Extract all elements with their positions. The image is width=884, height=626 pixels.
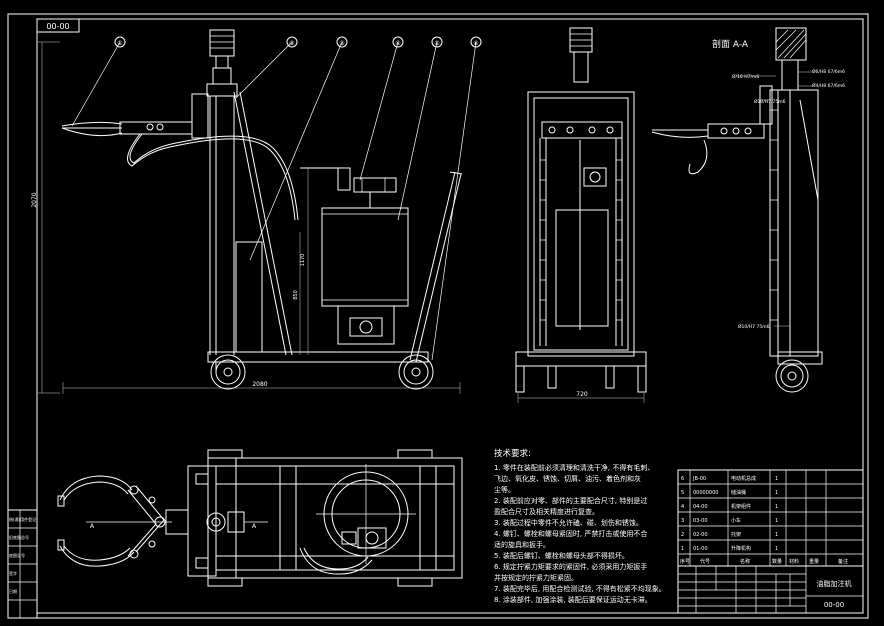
bom-r2-code: 00000000 — [693, 490, 718, 496]
bom-table: 6 JB-00 电动机总成 1 5 00000000 储油桶 1 4 04-00… — [677, 469, 864, 567]
title-block-code: 00-00 — [824, 601, 844, 609]
bom-r6-qty: 1 — [775, 546, 778, 552]
bom-r1-no: 6 — [681, 476, 684, 482]
svg-text:借(通)用件登记: 借(通)用件登记 — [9, 516, 36, 522]
bom-r3-qty: 1 — [775, 504, 778, 510]
bom-h-name: 名称 — [740, 558, 750, 565]
title-block: 油脂加注机 00-00 — [677, 565, 864, 614]
sec-dim-3: Ø/10 H7/m6 — [732, 73, 759, 80]
technical-notes: 技术要求: 1. 零件在装配前必须清理和清洗干净, 不得有毛刺、 飞边、氧化皮、… — [494, 448, 666, 604]
dim-front-height: 2070 — [31, 192, 38, 207]
section-wheel — [775, 359, 809, 393]
side-view: 720 — [515, 27, 647, 403]
note-line-3: 尘等。 — [494, 485, 515, 494]
bom-r6-code: 01-00 — [693, 546, 708, 552]
bom-r4-qty: 1 — [775, 518, 778, 524]
balloon-6: ⑥ — [473, 40, 478, 47]
front-view: 2070 2080 1170 850 — [31, 29, 482, 394]
corner-code: 00-00 — [46, 22, 69, 31]
sec-dim-2: Ø4/H8 67/6m6 — [812, 82, 845, 89]
dim-front-mid-1: 1170 — [300, 254, 306, 267]
bom-r5-name: 托架 — [731, 531, 741, 538]
svg-text:旧底图总号: 旧底图总号 — [9, 534, 29, 540]
front-wheel-right — [398, 354, 434, 390]
balloon-4: ④ — [395, 40, 400, 47]
bom-r1-code: JB-00 — [692, 476, 706, 482]
note-line-12: 7. 装配完毕后, 用配合检测试验, 不得有松紧不均现象。 — [494, 584, 666, 593]
note-line-8: 适的旋具和扳手。 — [494, 540, 550, 549]
bom-h-code: 代号 — [700, 558, 710, 565]
bom-r2-qty: 1 — [775, 490, 778, 496]
inner-frame — [36, 18, 864, 614]
balloon-3: ③ — [339, 40, 344, 47]
notes-title: 技术要求: — [494, 448, 531, 459]
note-line-6: 3. 装配过程中零件不允许磕、碰、划伤和锈蚀。 — [494, 518, 643, 527]
bom-r1-name: 电动机总成 — [731, 475, 756, 482]
section-mark-right: A — [252, 523, 257, 530]
bom-r4-code: 03-00 — [693, 518, 708, 524]
bom-h-qty: 数量 — [772, 558, 782, 565]
balloon-1: ① — [117, 40, 122, 47]
bom-r3-name: 机架组件 — [731, 503, 751, 510]
bom-r3-no: 4 — [681, 504, 684, 510]
note-line-9: 5. 装配后螺钉、螺栓和螺母头部不得损坏。 — [494, 551, 629, 560]
top-view: A A — [57, 449, 463, 587]
corner-code-box — [36, 18, 80, 33]
section-view: 剖面 A-A — [651, 27, 845, 393]
svg-text:底图总号: 底图总号 — [9, 552, 25, 558]
note-line-10: 6. 规定拧紧力矩要求的紧固件, 必须采用力矩扳手 — [494, 562, 647, 571]
front-wheel-left — [210, 354, 246, 390]
section-title: 剖面 A-A — [712, 38, 749, 50]
note-line-4: 2. 装配前应对零、部件的主要配合尺寸, 特别是过 — [494, 496, 647, 505]
dim-side-width: 720 — [576, 391, 588, 398]
bom-h-mat: 材料 — [789, 558, 799, 565]
bom-r6-no: 1 — [681, 546, 684, 552]
sec-dim-5: Ø10/H7 75m6 — [738, 323, 770, 330]
note-line-2: 飞边、氧化皮、锈蚀、切屑、油污、着色剂和灰 — [494, 474, 641, 483]
svg-text:签字: 签字 — [9, 570, 17, 576]
balloon-2: ② — [289, 40, 295, 47]
bom-r6-name: 升降机构 — [731, 545, 751, 552]
note-line-11: 并按规定的拧紧力矩紧固。 — [494, 573, 578, 582]
note-line-13: 8. 涂装部件, 加强涂装, 装配后要保证运动无卡滞。 — [494, 595, 652, 604]
bom-r2-name: 储油桶 — [731, 489, 746, 496]
bom-r3-code: 04-00 — [693, 504, 708, 510]
section-mark-left: A — [90, 523, 95, 530]
bom-r4-name: 小车 — [731, 517, 741, 524]
dim-front-width: 2080 — [252, 381, 267, 388]
bom-r5-code: 02-00 — [693, 532, 708, 538]
svg-text:日期: 日期 — [9, 588, 17, 594]
note-line-5: 盈配合尺寸及相关精度进行复查。 — [494, 507, 599, 516]
bom-r5-qty: 1 — [775, 532, 778, 538]
bom-h-no: 序号 — [680, 558, 690, 565]
side-stamp: 借(通)用件登记 旧底图总号 底图总号 签字 日期 — [7, 509, 38, 619]
note-line-7: 4. 螺钉、螺栓和螺母紧固时, 严禁打击或使用不合 — [494, 529, 647, 538]
title-block-name: 油脂加注机 — [817, 579, 852, 588]
dim-front-mid-2: 850 — [293, 290, 299, 300]
bom-h-remark: 备注 — [838, 558, 848, 565]
bom-r4-no: 3 — [681, 518, 684, 524]
sec-dim-4: Ø10/H7 75m6 — [754, 98, 786, 105]
note-line-1: 1. 零件在装配前必须清理和清洗干净, 不得有毛刺、 — [494, 463, 654, 472]
bom-r1-qty: 1 — [775, 476, 778, 482]
bom-r2-no: 5 — [681, 490, 684, 496]
sec-dim-1: Ø6/H8 67/6m6 — [812, 68, 845, 75]
balloon-5: ⑤ — [434, 40, 439, 47]
bom-h-wt: 重量 — [809, 558, 819, 565]
bom-r5-no: 2 — [681, 532, 684, 538]
outer-frame — [7, 13, 869, 619]
